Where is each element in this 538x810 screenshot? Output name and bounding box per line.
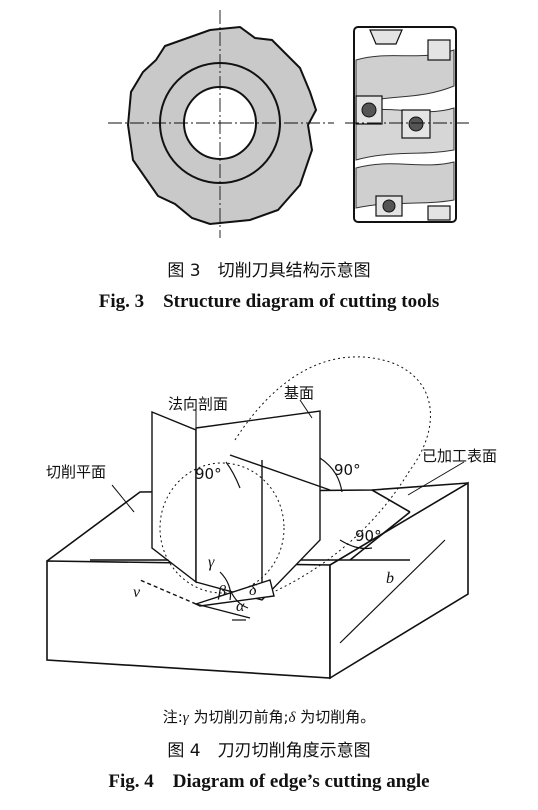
label-angle-90-a: 90°: [195, 465, 222, 483]
label-gamma: γ: [208, 554, 215, 571]
fig3-drawing: [108, 10, 470, 238]
note-suffix: 为切削角。: [295, 708, 376, 726]
tool-path-envelope: [159, 356, 431, 601]
label-machined-surface: 已加工表面: [422, 447, 497, 465]
label-v: v: [133, 584, 141, 601]
note-mid: 为切削刃前角;: [188, 708, 289, 726]
planes: [151, 410, 331, 601]
note-prefix: 注:: [162, 708, 183, 726]
label-base-plane: 基面: [284, 384, 314, 402]
fig3-caption-en: Fig. 3 Structure diagram of cutting tool…: [98, 291, 440, 312]
label-alpha: α: [236, 598, 245, 615]
leader-lines: [111, 399, 465, 513]
tool-edge: [139, 579, 275, 619]
fig3-caption-cn: 图 3 切削刀具结构示意图: [167, 261, 371, 281]
label-b: b: [386, 570, 394, 587]
label-angle-90-b: 90°: [334, 461, 361, 479]
label-normal-plane: 法向剖面: [168, 395, 228, 413]
cutter-side-view: [345, 26, 470, 223]
angle-arcs: [219, 457, 446, 644]
fig4-caption-cn: 图 4 刀刃切削角度示意图: [167, 741, 371, 761]
fig4-caption-en: Fig. 4 Diagram of edge’s cutting angle: [108, 771, 430, 792]
note-gamma: γ: [182, 710, 189, 726]
label-angle-90-c: 90°: [355, 527, 382, 545]
note-delta: δ: [288, 710, 296, 726]
label-delta: δ: [249, 582, 257, 599]
cutter-face-view: [108, 10, 334, 238]
label-cutting-plane: 切削平面: [46, 463, 106, 481]
fig4-drawing: 法向剖面 基面 切削平面 已加工表面 90° 90° 90° b v γ β δ…: [46, 356, 497, 680]
label-beta: β: [217, 583, 226, 600]
fig4-note: 注:γ 为切削刃前角;δ 为切削角。: [0, 706, 538, 727]
